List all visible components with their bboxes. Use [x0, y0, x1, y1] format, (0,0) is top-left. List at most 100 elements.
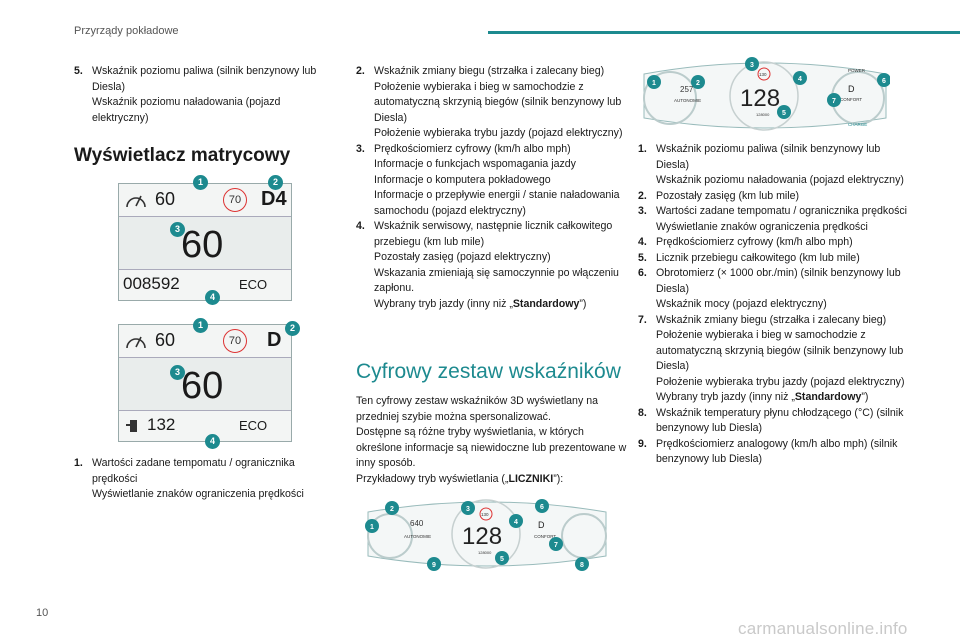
item-line: Wartości zadane tempomatu / ogranicznika… [92, 457, 295, 485]
page-number: 10 [36, 607, 49, 619]
item-line: Licznik przebiegu całkowitego (km lub mi… [656, 251, 860, 264]
item-line: Wskaźnik serwisowy, następnie licznik ca… [374, 220, 613, 248]
bold-text: Standardowy [512, 297, 580, 310]
item-line: Prędkościomierz cyfrowy (km/h albo mph) [374, 142, 571, 155]
callout-badge: 7 [554, 542, 558, 549]
odometer: 128000 [478, 550, 492, 555]
item-line: Prędkościomierz cyfrowy (km/h albo mph) [656, 236, 853, 248]
display-bottom-row: 132 ECO [119, 410, 291, 441]
digital-speed: 60 [181, 365, 224, 407]
speed-limit-sign: 70 [223, 329, 247, 353]
item-line: Wskaźnik temperatury płynu chłodzącego (… [656, 406, 904, 435]
bold-text: LICZNIKI [508, 472, 554, 485]
item-line: Położenie wybieraka i bieg w samochodzie… [656, 329, 904, 372]
col3-list: 1. Wskaźnik poziomu paliwa (silnik benzy… [638, 142, 910, 468]
drive-mode: ECO [239, 418, 268, 433]
item-number: 6. [638, 267, 647, 279]
callout-badge: 2 [268, 175, 283, 190]
item-line: Informacje o przepływie energii / stanie… [374, 189, 620, 217]
callout-badge: 6 [882, 78, 886, 85]
item-line: Obrotomierz (× 1000 obr./min) (silnik be… [656, 267, 901, 295]
intro-paragraph: Ten cyfrowy zestaw wskaźników 3D wyświet… [356, 394, 628, 487]
list-item: 3. Wartości zadane tempomatu / ograniczn… [638, 204, 910, 235]
item-line: Wskaźnik zmiany biegu (strzałka i zaleca… [656, 313, 887, 326]
drive-mode-label: CONFORT [534, 534, 556, 539]
callout-badge: 4 [205, 434, 220, 449]
item-line: Wskaźnik poziomu naładowania (pojazd ele… [656, 174, 904, 186]
header-accent-bar [488, 31, 960, 34]
speed-limit-sign: 70 [223, 188, 247, 212]
item-number: 8. [638, 406, 647, 419]
heading-matrix-display: Wyświetlacz matrycowy [74, 145, 291, 166]
cruise-setpoint: 60 [155, 189, 176, 209]
odometer: 008592 [123, 274, 180, 293]
item-number: 5. [638, 251, 647, 264]
section-title: Przyrządy pokładowe [74, 25, 179, 37]
item-number: 9. [638, 437, 647, 450]
callout-badge: 2 [285, 321, 300, 336]
text-part: Przykładowy tryb wyświetlania („ [356, 472, 509, 485]
item-number: 3. [638, 205, 647, 217]
item-number: 2. [356, 65, 365, 77]
list-item: 2. Wskaźnik zmiany biegu (strzałka i zal… [356, 64, 628, 142]
item-line: Wskazania zmieniają się samoczynnie po w… [374, 266, 619, 295]
item-line: Położenie wybieraka trybu jazdy (pojazd … [656, 375, 905, 388]
para-line: Przykładowy tryb wyświetlania („LICZNIKI… [356, 472, 628, 488]
item-line: Prędkościomierz analogowy (km/h albo mph… [656, 437, 898, 466]
para-line: Dostępne są różne tryby wyświetlania, w … [356, 426, 627, 469]
item-line: Wyświetlanie znaków ograniczenia prędkoś… [92, 488, 304, 500]
heading-digital-cluster: Cyfrowy zestaw wskaźników [356, 360, 621, 383]
range-value: 257 [680, 85, 694, 94]
digital-cluster-counters-illustration: 640 AUTONOMIE 130 128 128000 D CONFORT 1… [365, 499, 607, 571]
item-line: Położenie wybieraka trybu jazdy (pojazd … [374, 127, 623, 139]
gear-indicator: D [848, 84, 855, 94]
item-line: Położenie wybieraka i bieg w samochodzie… [374, 80, 622, 124]
list-item: 7. Wskaźnik zmiany biegu (strzałka i zal… [638, 313, 910, 406]
callout-badge: 5 [500, 556, 504, 563]
item-number: 4. [356, 220, 365, 232]
bold-text: Standardowy [794, 391, 862, 403]
item-line: Wskaźnik poziomu paliwa (silnik benzynow… [656, 143, 881, 171]
callout-badge: 3 [750, 62, 754, 69]
item-line: Pozostały zasięg (km lub mile) [656, 189, 800, 202]
range-value: 640 [410, 519, 424, 528]
digital-speed: 128 [740, 85, 780, 112]
item-line: Informacje o komputera pokładowego [374, 173, 551, 186]
power-label: POWER [848, 68, 866, 73]
range-value: 132 [147, 415, 176, 434]
callout-badge: 6 [540, 504, 544, 511]
watermark: carmanualsonline.info [738, 619, 908, 638]
item-number: 5. [74, 65, 83, 77]
text-part: ”): [553, 472, 564, 485]
item-number: 7. [638, 313, 647, 326]
range-label: AUTONOMIE [404, 534, 431, 539]
gear-indicator: D [538, 520, 545, 530]
item-number: 4. [638, 236, 647, 248]
callout-badge: 9 [432, 562, 436, 569]
speed-limit-sign: 130 [759, 72, 767, 77]
callout-badge: 5 [782, 110, 786, 117]
fuel-pump-icon [126, 420, 137, 432]
item-line: Wybrany tryb jazdy (inny niż „Standardow… [656, 390, 910, 406]
callout-badge: 1 [193, 175, 208, 190]
item-number: 1. [638, 143, 647, 155]
callout-badge: 2 [696, 80, 700, 87]
callout-badge: 1 [652, 80, 656, 87]
text-part: ”) [861, 391, 869, 403]
digital-speed: 60 [181, 224, 224, 266]
item-number: 2. [638, 189, 647, 202]
callout-badge: 4 [514, 519, 518, 526]
callout-badge: 1 [370, 524, 374, 531]
speed-limiter-icon [126, 195, 146, 208]
list-item: 8. Wskaźnik temperatury płynu chłodząceg… [638, 406, 910, 437]
item-line: Informacje o funkcjach wspomagania jazdy [374, 158, 576, 170]
list-item: 6. Obrotomierz (× 1000 obr./min) (silnik… [638, 266, 910, 313]
drive-mode-label: CONFORT [840, 97, 862, 102]
col1-item1: 1. Wartości zadane tempomatu / ograniczn… [74, 456, 336, 503]
gear-indicator: D [267, 329, 282, 351]
callout-badge: 3 [466, 506, 470, 513]
list-item: 5. Licznik przebiegu całkowitego (km lub… [638, 251, 910, 267]
odometer: 128000 [756, 112, 770, 117]
display-top-row: 60 70 D4 [119, 184, 291, 217]
drive-mode: ECO [239, 277, 268, 292]
